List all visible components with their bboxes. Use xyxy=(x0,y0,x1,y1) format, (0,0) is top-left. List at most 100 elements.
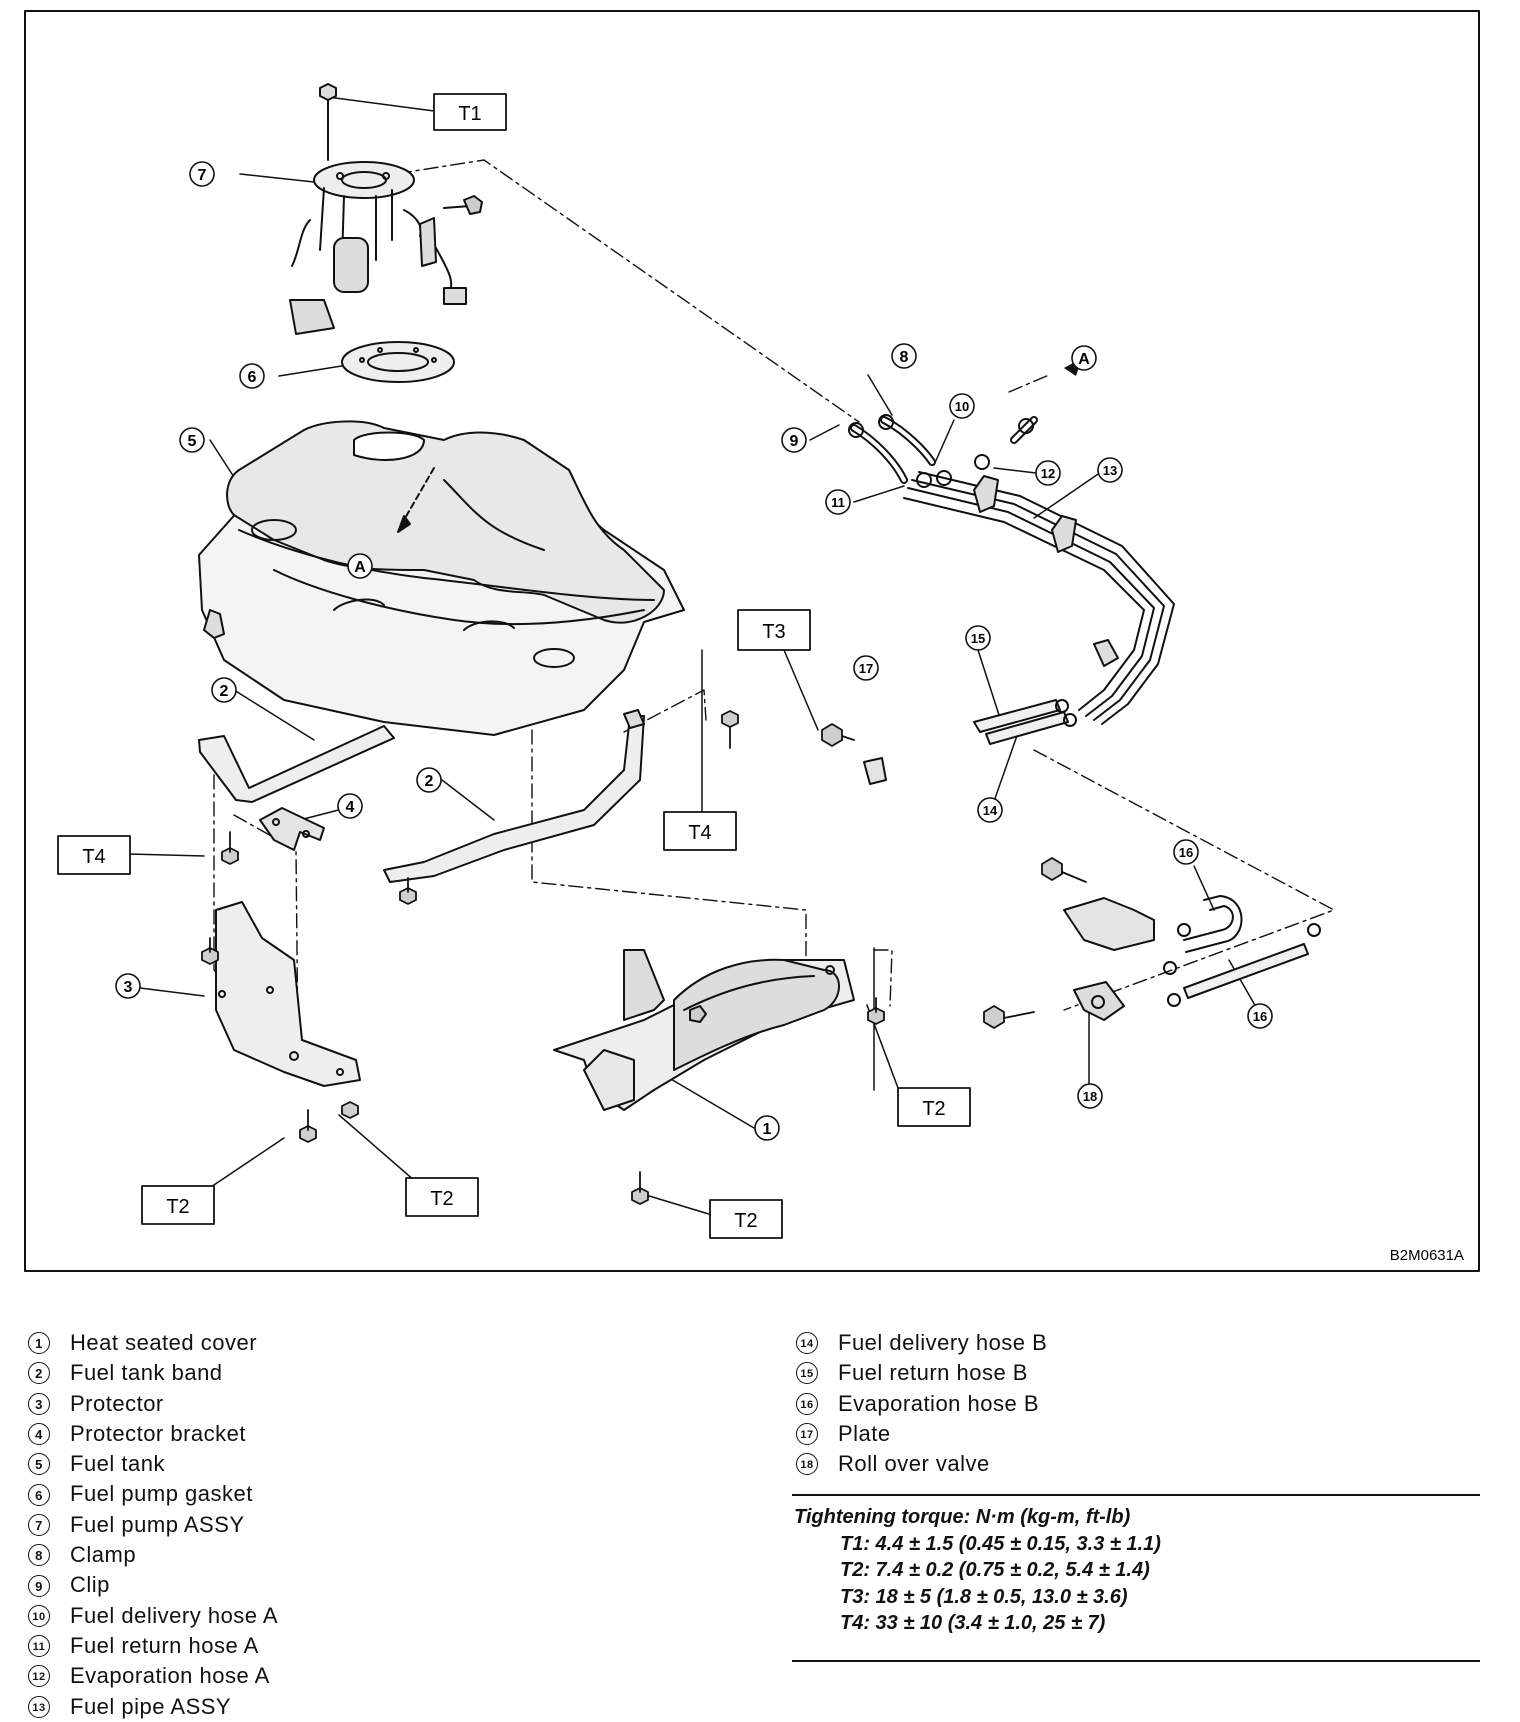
svg-text:T4: T4 xyxy=(688,822,711,844)
svg-text:4: 4 xyxy=(346,799,355,816)
torque-tag-t2-cover: T2 xyxy=(897,1087,971,1127)
svg-text:T2: T2 xyxy=(922,1098,945,1120)
legend-label: Evaporation hose B xyxy=(838,1390,1040,1416)
svg-text:T1: T1 xyxy=(458,103,481,125)
torque-title: Tightening torque: N·m (kg-m, ft-lb) xyxy=(794,1506,1131,1528)
evaporation-hose-b-drawing xyxy=(1163,895,1321,1007)
torque-value-t3: T3: 18 ± 5 (1.8 ± 0.5, 13.0 ± 3.6) xyxy=(840,1585,1128,1608)
legend-number-badge: 12 xyxy=(28,1665,50,1688)
legend-label: Protector xyxy=(70,1390,164,1416)
svg-text:11: 11 xyxy=(831,495,845,510)
legend-item: 3 Protector xyxy=(28,1389,278,1419)
legend-item: 17 Plate xyxy=(796,1419,1047,1449)
callout-13: 13 xyxy=(1097,457,1123,483)
exploded-diagram: 1 2 2 3 4 5 6 7 8 9 10 11 12 13 14 15 16… xyxy=(24,10,1480,1272)
callout-2b: 2 xyxy=(416,767,442,793)
svg-text:16: 16 xyxy=(1253,1009,1267,1024)
torque-tag-t2-bottom: T2 xyxy=(709,1199,783,1239)
legend-number-badge: 2 xyxy=(28,1362,50,1385)
plate-drawing xyxy=(863,757,887,785)
callout-a-top: A xyxy=(1071,345,1097,371)
svg-text:T3: T3 xyxy=(762,621,785,643)
legend-label: Fuel pump gasket xyxy=(70,1481,253,1507)
callout-1: 1 xyxy=(754,1115,780,1141)
svg-text:6: 6 xyxy=(248,369,257,386)
roll-over-valve-drawing xyxy=(1063,897,1155,1021)
legend-number-badge: 18 xyxy=(796,1453,818,1476)
legend-item: 12 Evaporation hose A xyxy=(28,1661,278,1691)
svg-text:1: 1 xyxy=(763,1121,772,1138)
legend-label: Clamp xyxy=(70,1542,137,1568)
fuel-tank-drawing xyxy=(198,420,685,736)
svg-text:A: A xyxy=(1078,351,1090,368)
legend-number-badge: 1 xyxy=(28,1332,50,1355)
legend-label: Heat seated cover xyxy=(70,1330,258,1355)
legend-number-badge: 15 xyxy=(796,1362,818,1385)
legend-number-badge: 3 xyxy=(28,1392,50,1415)
callout-11: 11 xyxy=(825,489,851,515)
legend-label: Clip xyxy=(70,1572,110,1598)
callout-16a: 16 xyxy=(1173,839,1199,865)
svg-text:8: 8 xyxy=(900,349,909,366)
fuel-pump-assy-drawing xyxy=(289,83,483,335)
legend-label: Fuel return hose A xyxy=(70,1632,259,1658)
fuel-pump-gasket-drawing xyxy=(341,341,455,383)
svg-text:7: 7 xyxy=(198,167,207,184)
heat-seated-cover-drawing xyxy=(553,949,855,1111)
svg-text:T2: T2 xyxy=(430,1188,453,1210)
legend-number-badge: 17 xyxy=(796,1423,818,1446)
torque-tag-t1: T1 xyxy=(433,93,507,131)
svg-text:9: 9 xyxy=(790,433,799,450)
callout-4: 4 xyxy=(337,793,363,819)
torque-bottom-rule xyxy=(792,1660,1480,1662)
legend-item: 9 Clip xyxy=(28,1570,278,1600)
bolt-fasteners-drawing xyxy=(201,710,1087,1205)
legend-item: 1 Heat seated cover xyxy=(28,1328,278,1358)
svg-text:14: 14 xyxy=(983,803,998,818)
legend-label: Fuel pump ASSY xyxy=(70,1511,245,1537)
tightening-torque-block: Tightening torque: N·m (kg-m, ft-lb) T1:… xyxy=(794,1504,1161,1637)
torque-tag-t4-right: T4 xyxy=(663,811,737,851)
legend-label: Plate xyxy=(838,1420,891,1446)
legend-number-badge: 9 xyxy=(28,1574,50,1597)
callout-17: 17 xyxy=(853,655,879,681)
protector-bracket-drawing xyxy=(259,807,325,851)
legend-item: 8 Clamp xyxy=(28,1540,278,1570)
torque-tags: T1 T3 T4 T4 T2 T2 T2 T2 xyxy=(57,93,971,1239)
svg-text:13: 13 xyxy=(1103,463,1117,478)
callout-6: 6 xyxy=(239,363,265,389)
legend-number-badge: 8 xyxy=(28,1544,50,1567)
legend-label: Fuel delivery hose A xyxy=(70,1602,279,1628)
svg-text:2: 2 xyxy=(425,773,434,790)
torque-value-t2: T2: 7.4 ± 0.2 (0.75 ± 0.2, 5.4 ± 1.4) xyxy=(840,1559,1150,1581)
svg-text:T2: T2 xyxy=(734,1210,757,1232)
protector-drawing xyxy=(215,901,361,1087)
callout-14: 14 xyxy=(977,797,1003,823)
svg-text:15: 15 xyxy=(971,631,985,646)
legend-label: Evaporation hose A xyxy=(70,1663,270,1689)
callout-5: 5 xyxy=(179,427,205,453)
callout-3: 3 xyxy=(115,973,141,999)
torque-value-t4: T4: 33 ± 10 (3.4 ± 1.0, 25 ± 7) xyxy=(840,1612,1106,1634)
torque-tag-t2-mid: T2 xyxy=(405,1177,479,1217)
legend-number-badge: 13 xyxy=(28,1695,50,1718)
legend-item: 15 Fuel return hose B xyxy=(796,1358,1047,1388)
legend-number-badge: 6 xyxy=(28,1483,50,1506)
legend-number-badge: 14 xyxy=(796,1332,818,1355)
legend-number-badge: 5 xyxy=(28,1453,50,1476)
svg-text:2: 2 xyxy=(220,683,229,700)
legend-number-badge: 7 xyxy=(28,1513,50,1536)
torque-value-t1: T1: 4.4 ± 1.5 (0.45 ± 0.15, 3.3 ± 1.1) xyxy=(840,1532,1161,1555)
legend-label: Protector bracket xyxy=(70,1420,247,1446)
legend-label: Fuel return hose B xyxy=(838,1360,1028,1386)
callout-16b: 16 xyxy=(1247,1003,1273,1029)
svg-text:10: 10 xyxy=(955,399,969,414)
